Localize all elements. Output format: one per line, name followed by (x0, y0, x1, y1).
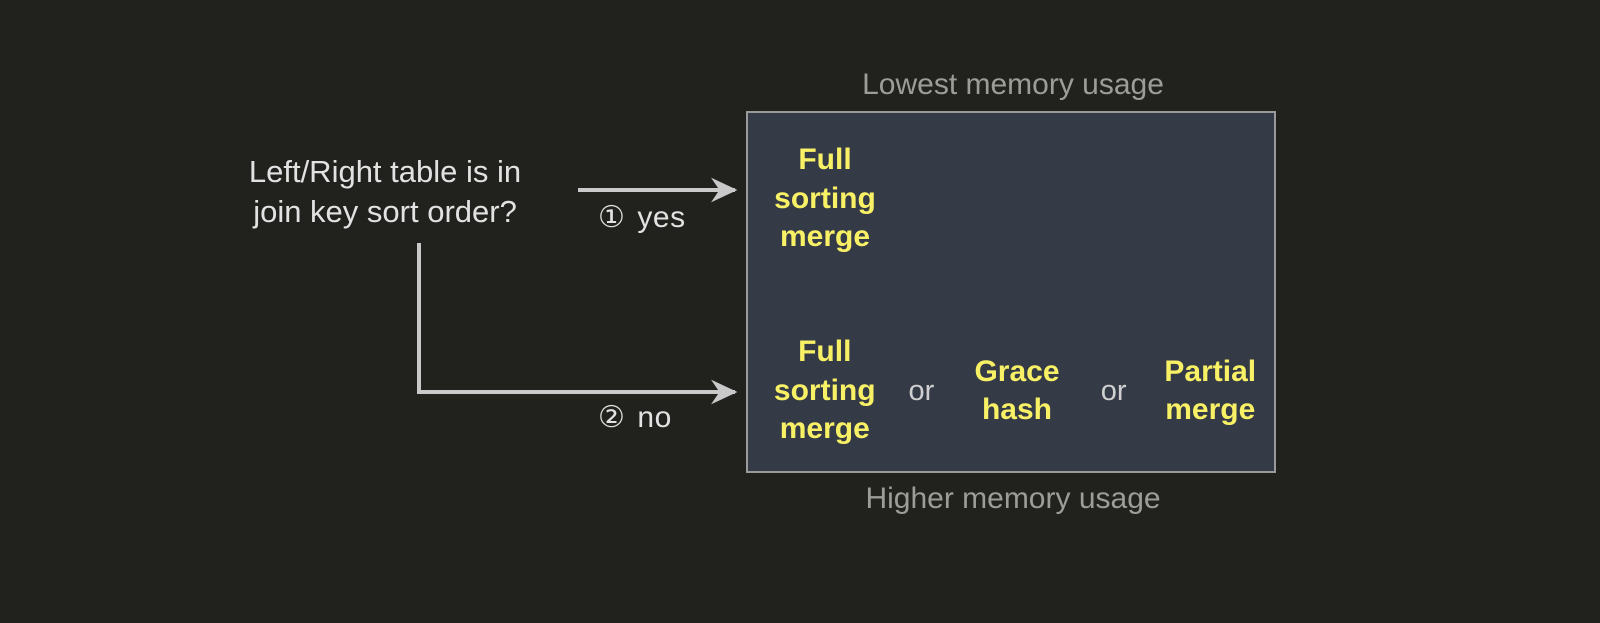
outcome-option-grace-hash: Grace hash (974, 354, 1060, 426)
branch-label-no: ② no (598, 400, 672, 435)
outcome-option-full-sorting-merge: Full sorting merge (773, 335, 876, 446)
branch-marker-2: ② (598, 401, 626, 434)
caption-higher-memory: Higher memory usage (865, 482, 1161, 515)
decision-question: Left/Right table is in join key sort ord… (248, 154, 522, 229)
outcome-separator-1: or (908, 374, 935, 407)
branch-label-yes: ① yes (598, 200, 686, 235)
connector-no (417, 243, 738, 405)
branch-text-2: no (637, 401, 672, 434)
caption-lowest-memory: Lowest memory usage (862, 68, 1164, 101)
outcome-option-full-sorting-merge-sorted: Full sorting merge (774, 143, 876, 254)
branch-text-1: yes (637, 201, 686, 234)
outcome-option-partial-merge: Partial merge (1164, 354, 1257, 426)
outcome-row-sorted: Full sorting merge (748, 129, 1274, 269)
outcome-separator-2: or (1100, 374, 1127, 407)
branch-marker-1: ① (598, 201, 626, 234)
outcome-row-unsorted: Full sorting merge or Grace hash or Part… (748, 321, 1274, 461)
outcome-panel: Full sorting merge Full sorting merge or… (746, 111, 1276, 473)
